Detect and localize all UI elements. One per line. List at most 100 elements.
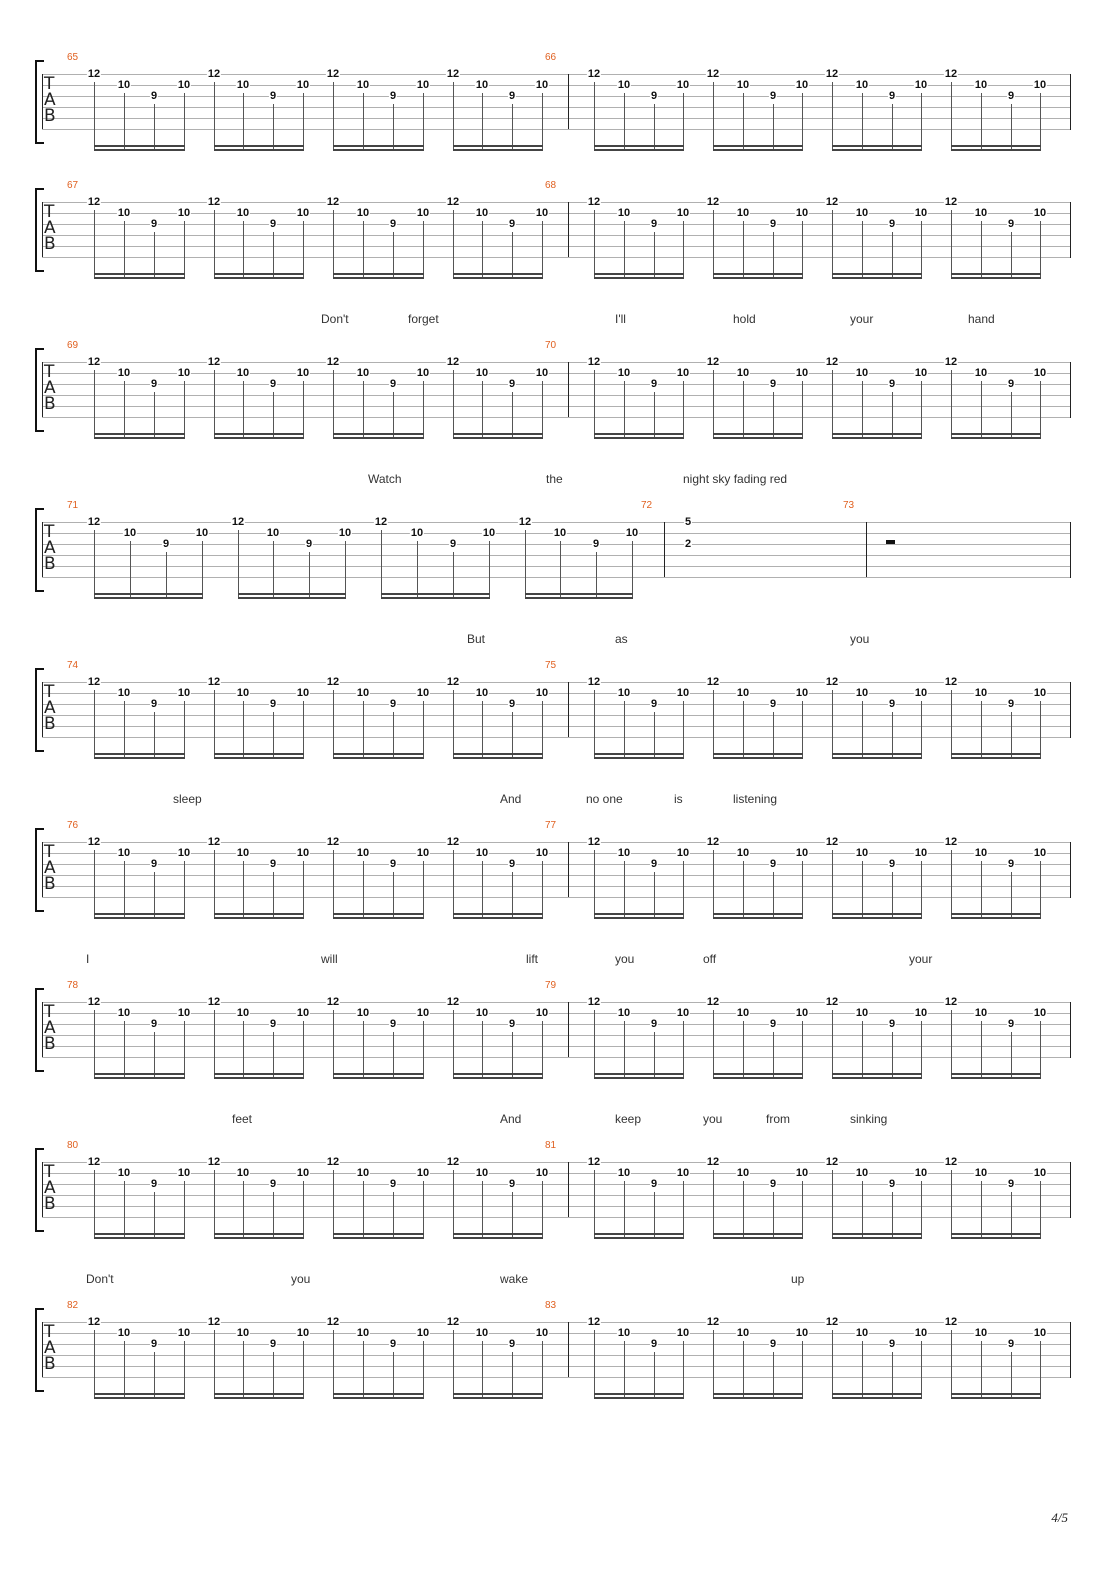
note-stem [654, 712, 655, 757]
note-stem [892, 1032, 893, 1077]
note-stem [624, 701, 625, 757]
note-stem [482, 1181, 483, 1237]
beam [453, 145, 543, 147]
lyric-word: off [703, 952, 717, 966]
note-stem [951, 1330, 952, 1397]
lyric-word: as [615, 632, 628, 646]
beam [333, 1077, 424, 1079]
note-stem [1040, 221, 1041, 277]
fret-number: 9 [149, 858, 159, 870]
beam [951, 757, 1041, 759]
beam [453, 917, 543, 919]
fret-number: 10 [295, 1007, 311, 1019]
fret-number: 12 [586, 676, 602, 688]
fret-number: 9 [1006, 1178, 1016, 1190]
note-stem [423, 861, 424, 917]
staff-line [42, 362, 1070, 363]
note-stem [214, 1330, 215, 1397]
fret-number: 9 [768, 858, 778, 870]
beam [453, 753, 543, 755]
fret-number: 9 [768, 378, 778, 390]
measure-number: 67 [67, 180, 79, 191]
fret-number: 12 [325, 836, 341, 848]
beam [453, 277, 543, 279]
beam [951, 753, 1041, 755]
fret-number: 10 [355, 1007, 371, 1019]
tab-clef-letter: B [44, 714, 56, 734]
bracket-top-serif [35, 508, 44, 510]
beam [94, 149, 185, 151]
note-stem [1011, 1352, 1012, 1397]
fret-number: 12 [325, 68, 341, 80]
lyric-word: is [674, 792, 683, 806]
note-stem [333, 690, 334, 757]
note-stem [273, 232, 274, 277]
beam [832, 757, 922, 759]
fret-number: 9 [887, 218, 897, 230]
note-stem [273, 1192, 274, 1237]
fret-number: 9 [887, 90, 897, 102]
fret-number: 12 [445, 1156, 461, 1168]
fret-number: 9 [649, 858, 659, 870]
fret-number: 9 [268, 90, 278, 102]
note-stem [683, 221, 684, 277]
fret-number: 12 [86, 196, 102, 208]
fret-number: 10 [735, 687, 751, 699]
note-stem [512, 232, 513, 277]
staff-line [42, 715, 1070, 716]
fret-number: 9 [268, 858, 278, 870]
beam [713, 277, 803, 279]
note-stem [1011, 1032, 1012, 1077]
fret-number: 10 [735, 1167, 751, 1179]
staff-end-line [1070, 682, 1071, 738]
fret-number: 10 [616, 847, 632, 859]
note-stem [393, 232, 394, 277]
fret-number: 10 [973, 687, 989, 699]
note-stem [333, 82, 334, 149]
staff-end-line [1070, 842, 1071, 898]
fret-number: 9 [768, 1338, 778, 1350]
staff-line [42, 577, 1070, 578]
tab-clef-letter: B [44, 1354, 56, 1374]
measure-number: 77 [545, 820, 557, 831]
fret-number: 12 [325, 1316, 341, 1328]
fret-number: 10 [616, 1327, 632, 1339]
fret-number: 10 [735, 79, 751, 91]
note-stem [303, 381, 304, 437]
note-stem [862, 221, 863, 277]
fret-number: 10 [265, 527, 281, 539]
beam [594, 1397, 684, 1399]
fret-number: 10 [854, 207, 870, 219]
note-stem [423, 1341, 424, 1397]
fret-number: 12 [206, 196, 222, 208]
beam [94, 273, 185, 275]
system-bracket [35, 60, 37, 143]
note-stem [273, 712, 274, 757]
note-stem [363, 1021, 364, 1077]
note-stem [713, 1010, 714, 1077]
staff-line [42, 1024, 1070, 1025]
note-stem [654, 104, 655, 149]
fret-number: 9 [388, 1018, 398, 1030]
fret-number: 10 [235, 1327, 251, 1339]
beam [94, 757, 185, 759]
note-stem [624, 1021, 625, 1077]
staff-line [42, 704, 1070, 705]
fret-number: 9 [149, 698, 159, 710]
note-stem [512, 1192, 513, 1237]
bracket-top-serif [35, 188, 44, 190]
note-stem [683, 861, 684, 917]
lyric-word: And [500, 792, 522, 806]
note-stem [802, 221, 803, 277]
fret-number: 10 [794, 79, 810, 91]
fret-number: 10 [474, 687, 490, 699]
fret-number: 12 [325, 996, 341, 1008]
bracket-bottom-serif [35, 590, 44, 592]
note-stem [184, 1181, 185, 1237]
beam [94, 753, 185, 755]
beam [832, 1077, 922, 1079]
beam [594, 433, 684, 435]
staff-line [42, 693, 1070, 694]
note-stem [683, 701, 684, 757]
